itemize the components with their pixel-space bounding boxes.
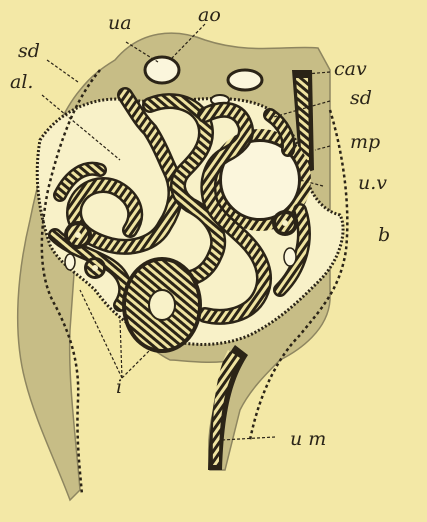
aorta-vessel-right <box>228 70 262 90</box>
label-uv: u.v <box>358 174 387 193</box>
label-sd-right: sd <box>350 89 372 108</box>
label-ua: ua <box>108 14 132 33</box>
label-ao: ao <box>198 6 221 25</box>
aorta-vessel-left <box>145 57 179 83</box>
label-mp: mp <box>350 133 380 152</box>
label-um: u m <box>290 430 326 449</box>
label-al: al. <box>10 73 33 92</box>
radial-gut-section <box>122 257 202 353</box>
label-b: b <box>378 226 390 245</box>
label-sd-top: sd <box>18 42 40 61</box>
label-cav: cav <box>334 60 367 79</box>
label-i: i <box>116 378 122 397</box>
